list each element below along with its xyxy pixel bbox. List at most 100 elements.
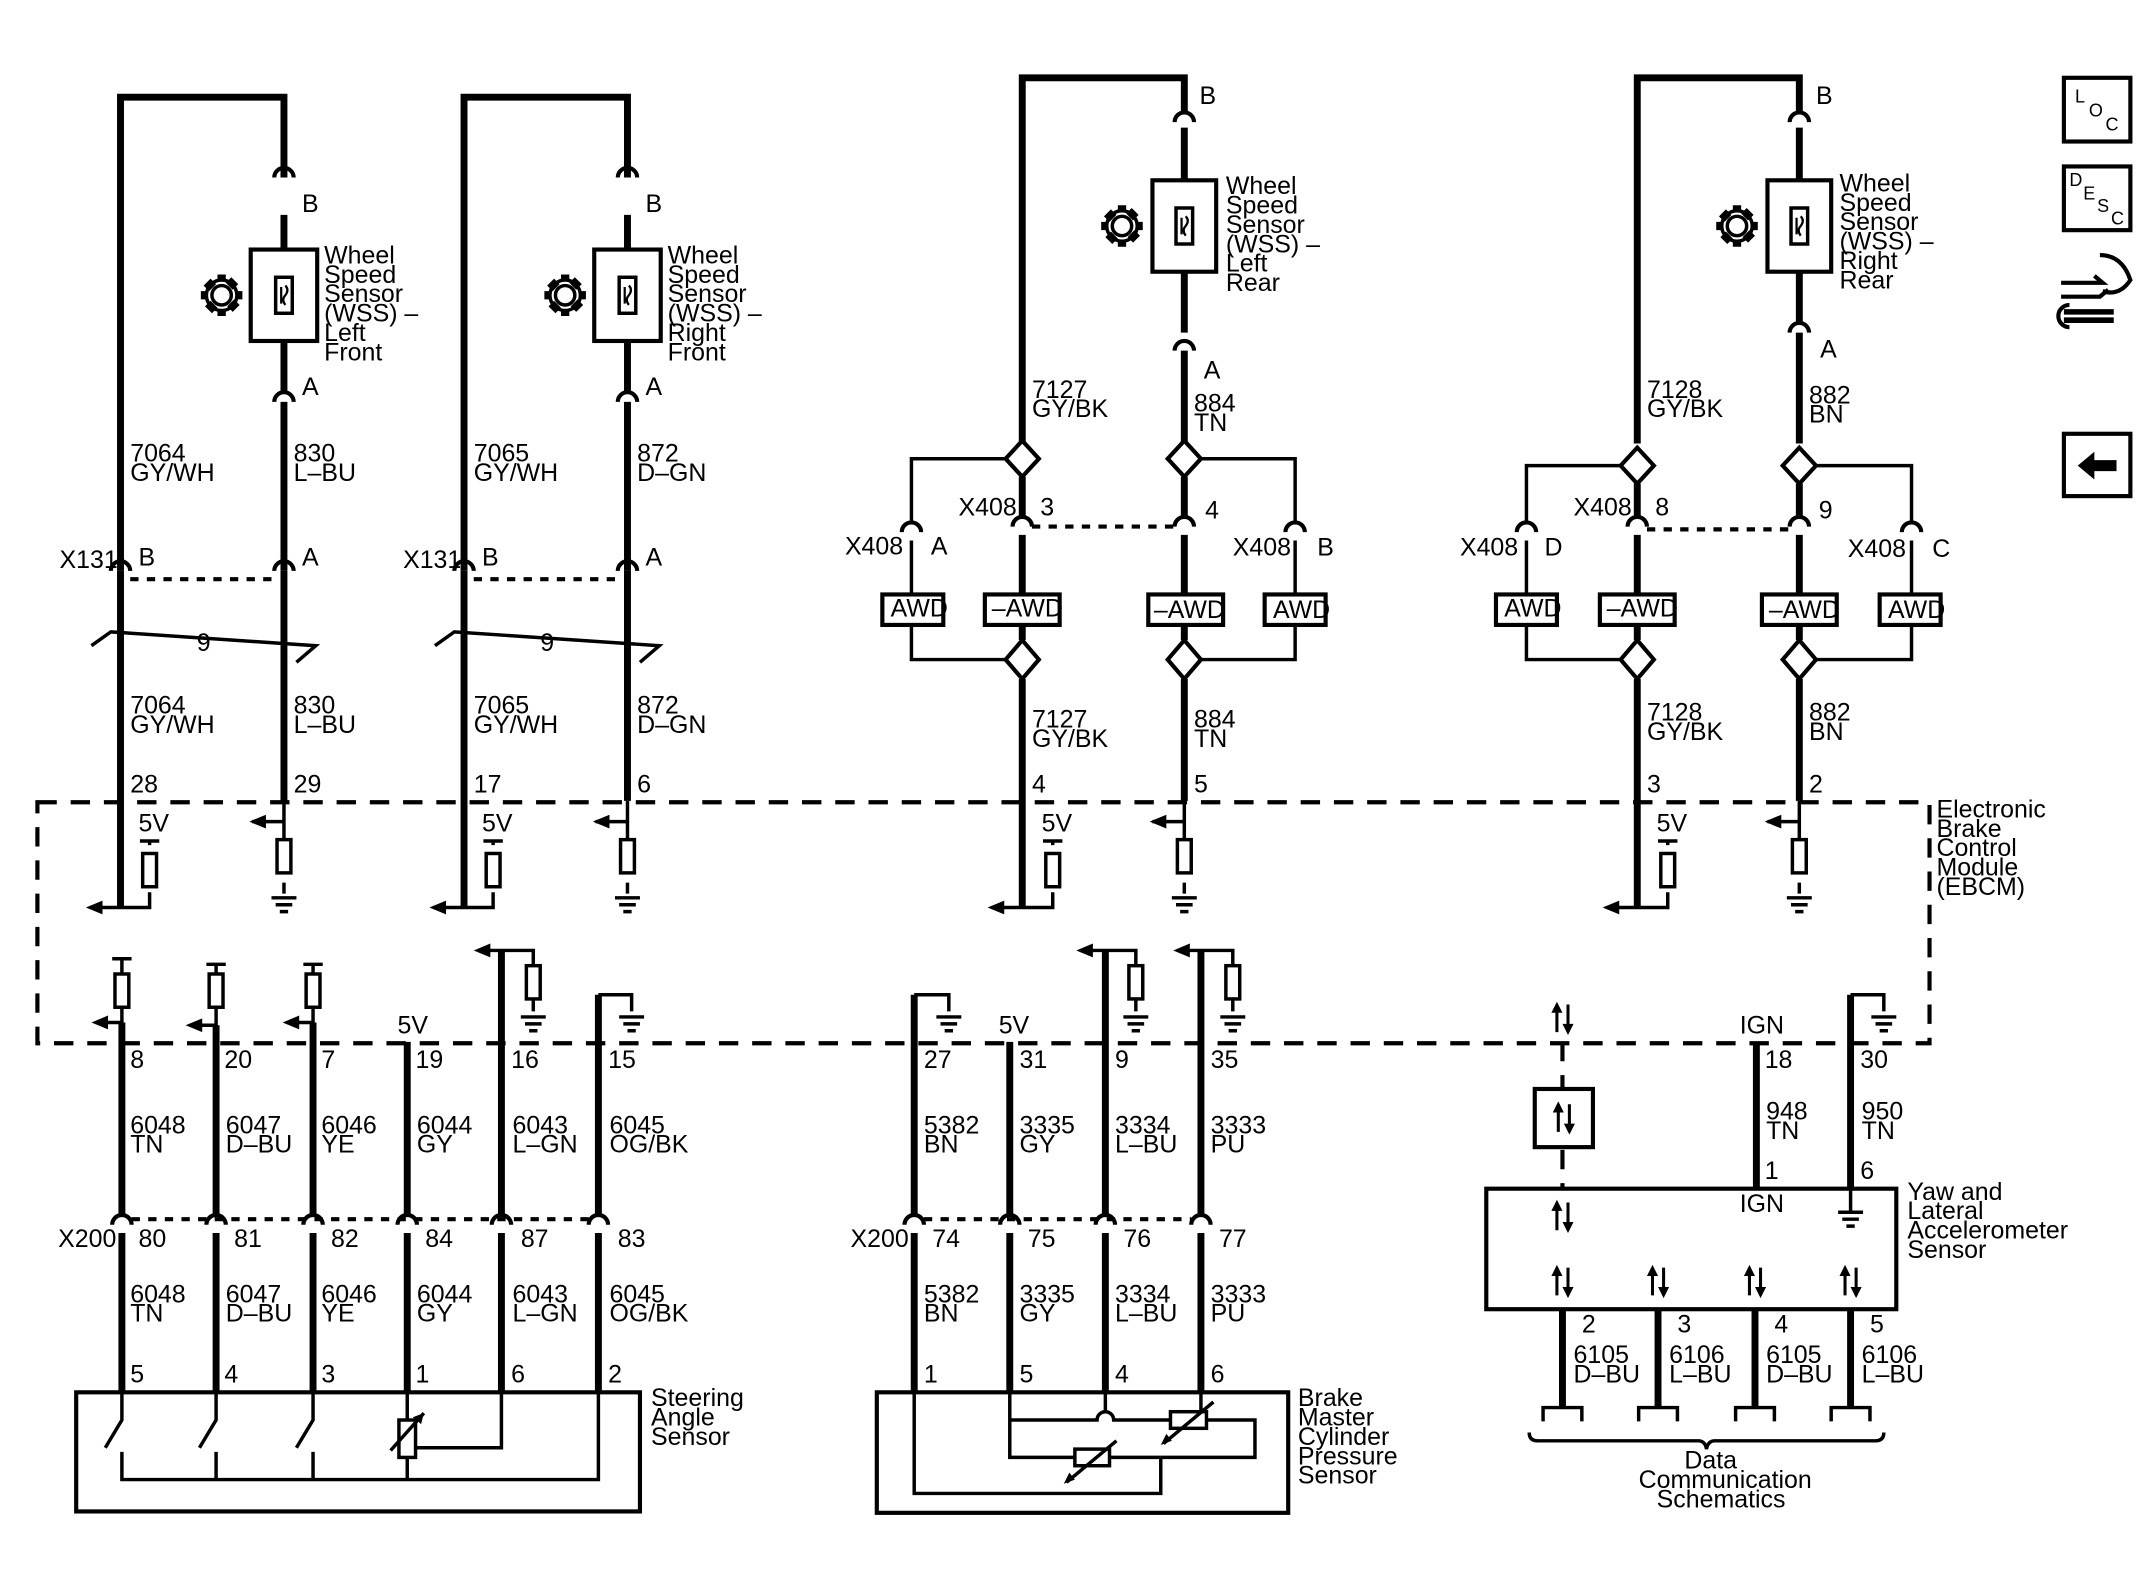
svg-text:882: 882 (1809, 381, 1851, 409)
svg-text:Rear: Rear (1226, 269, 1280, 297)
svg-text:GY: GY (1019, 1131, 1055, 1159)
svg-text:D: D (2069, 170, 2082, 190)
svg-text:A: A (302, 543, 319, 571)
svg-text:Sensor: Sensor (1907, 1236, 1986, 1264)
svg-text:5382: 5382 (924, 1111, 979, 1139)
svg-text:Rear: Rear (1839, 266, 1893, 294)
svg-text:6: 6 (1860, 1157, 1874, 1185)
svg-text:X408: X408 (1460, 534, 1518, 562)
desc-icon[interactable]: D E S C (2061, 164, 2133, 233)
svg-text:Left: Left (1226, 250, 1268, 278)
svg-text:D: D (1544, 534, 1562, 562)
svg-text:AWD: AWD (1273, 596, 1330, 624)
svg-text:GY: GY (1019, 1300, 1055, 1328)
svg-text:884: 884 (1194, 705, 1236, 733)
rf-sensor-label: Wheel Speed Sensor (WSS) – Right Front (668, 241, 762, 366)
svg-text:L–BU: L–BU (1115, 1131, 1177, 1159)
svg-text:X408: X408 (845, 532, 903, 560)
svg-text:884: 884 (1194, 390, 1236, 418)
svg-text:Steering: Steering (651, 1384, 744, 1412)
svg-text:6105: 6105 (1574, 1341, 1629, 1369)
svg-text:8: 8 (130, 1046, 144, 1074)
svg-text:D–BU: D–BU (226, 1300, 292, 1328)
svg-text:B: B (482, 543, 499, 571)
svg-text:PU: PU (1211, 1300, 1246, 1328)
svg-text:A: A (1820, 336, 1837, 364)
svg-text:74: 74 (932, 1225, 960, 1253)
svg-text:X408: X408 (1574, 494, 1632, 522)
svg-text:3: 3 (1677, 1311, 1691, 1339)
lr-sensor-label: Wheel Speed Sensor (WSS) – Left Rear (1226, 172, 1320, 297)
rr-wheel-speed-sensor (1493, 74, 1943, 908)
svg-text:6044: 6044 (417, 1280, 473, 1308)
svg-text:AWD: AWD (1888, 596, 1945, 624)
svg-text:27: 27 (924, 1046, 952, 1074)
svg-text:D–GN: D–GN (637, 711, 706, 739)
svg-text:Speed: Speed (1839, 189, 1911, 217)
rr-sensor-label: Wheel Speed Sensor (WSS) – Right Rear (1839, 169, 1933, 294)
svg-text:6046: 6046 (321, 1111, 376, 1139)
svg-text:X200: X200 (850, 1225, 908, 1253)
svg-text:882: 882 (1809, 699, 1851, 727)
svg-text:Speed: Speed (324, 261, 396, 289)
loc-icon[interactable]: L O C (2061, 75, 2133, 144)
svg-text:6106: 6106 (1669, 1341, 1724, 1369)
svg-text:GY/WH: GY/WH (130, 711, 214, 739)
svg-text:TN: TN (1862, 1117, 1895, 1145)
svg-text:L–BU: L–BU (294, 711, 356, 739)
svg-text:(WSS) –: (WSS) – (668, 300, 762, 328)
svg-text:GY/WH: GY/WH (474, 459, 558, 487)
svg-text:7064: 7064 (130, 439, 186, 467)
svg-text:5: 5 (1870, 1311, 1884, 1339)
svg-text:L–BU: L–BU (1862, 1361, 1924, 1389)
connector-repair-icon[interactable] (2056, 253, 2133, 330)
svg-text:9: 9 (1115, 1046, 1129, 1074)
svg-text:3: 3 (1040, 494, 1054, 522)
svg-text:6048: 6048 (130, 1111, 185, 1139)
svg-text:6043: 6043 (513, 1111, 568, 1139)
svg-text:31: 31 (1019, 1046, 1047, 1074)
svg-text:C: C (2111, 209, 2124, 229)
svg-text:TN: TN (1766, 1117, 1799, 1145)
svg-text:7128: 7128 (1647, 376, 1702, 404)
svg-text:35: 35 (1211, 1046, 1239, 1074)
svg-text:GY: GY (417, 1131, 453, 1159)
lr-wire-labels: 7127 GY/BK 884 TN 7127 GY/BK 884 TN (1032, 376, 1236, 753)
svg-text:YE: YE (321, 1300, 354, 1328)
svg-text:6048: 6048 (130, 1280, 185, 1308)
svg-text:Front: Front (668, 338, 726, 366)
svg-text:E: E (2083, 184, 2095, 204)
svg-text:Wheel: Wheel (1839, 169, 1910, 197)
svg-text:GY/BK: GY/BK (1647, 718, 1724, 746)
svg-text:6: 6 (511, 1361, 525, 1389)
rf-wire-labels: 7065 GY/WH 872 D–GN 7065 GY/WH 872 D–GN (474, 439, 707, 738)
svg-text:6045: 6045 (609, 1280, 664, 1308)
svg-text:3335: 3335 (1019, 1111, 1074, 1139)
svg-text:2: 2 (1582, 1311, 1596, 1339)
svg-text:3: 3 (1647, 771, 1661, 799)
svg-text:Electronic: Electronic (1936, 795, 2045, 823)
svg-text:5: 5 (130, 1361, 144, 1389)
svg-text:7128: 7128 (1647, 699, 1702, 727)
svg-text:28: 28 (130, 771, 158, 799)
svg-text:OG/BK: OG/BK (609, 1131, 688, 1159)
svg-text:Cylinder: Cylinder (1298, 1423, 1389, 1451)
svg-text:L–GN: L–GN (513, 1300, 578, 1328)
svg-text:3: 3 (321, 1361, 335, 1389)
svg-text:1: 1 (1765, 1157, 1779, 1185)
svg-text:872: 872 (637, 692, 679, 720)
svg-text:3334: 3334 (1115, 1111, 1171, 1139)
svg-text:B: B (1816, 82, 1833, 110)
svg-text:GY/BK: GY/BK (1647, 395, 1724, 423)
rf-wheel-speed-sensor (433, 93, 664, 908)
svg-text:L–BU: L–BU (294, 459, 356, 487)
svg-text:GY/WH: GY/WH (474, 711, 558, 739)
svg-text:16: 16 (511, 1046, 539, 1074)
back-arrow-icon[interactable] (2061, 431, 2133, 499)
svg-text:L–BU: L–BU (1669, 1361, 1731, 1389)
svg-text:4: 4 (1205, 496, 1219, 524)
svg-text:X408: X408 (959, 494, 1017, 522)
svg-text:1: 1 (416, 1361, 430, 1389)
